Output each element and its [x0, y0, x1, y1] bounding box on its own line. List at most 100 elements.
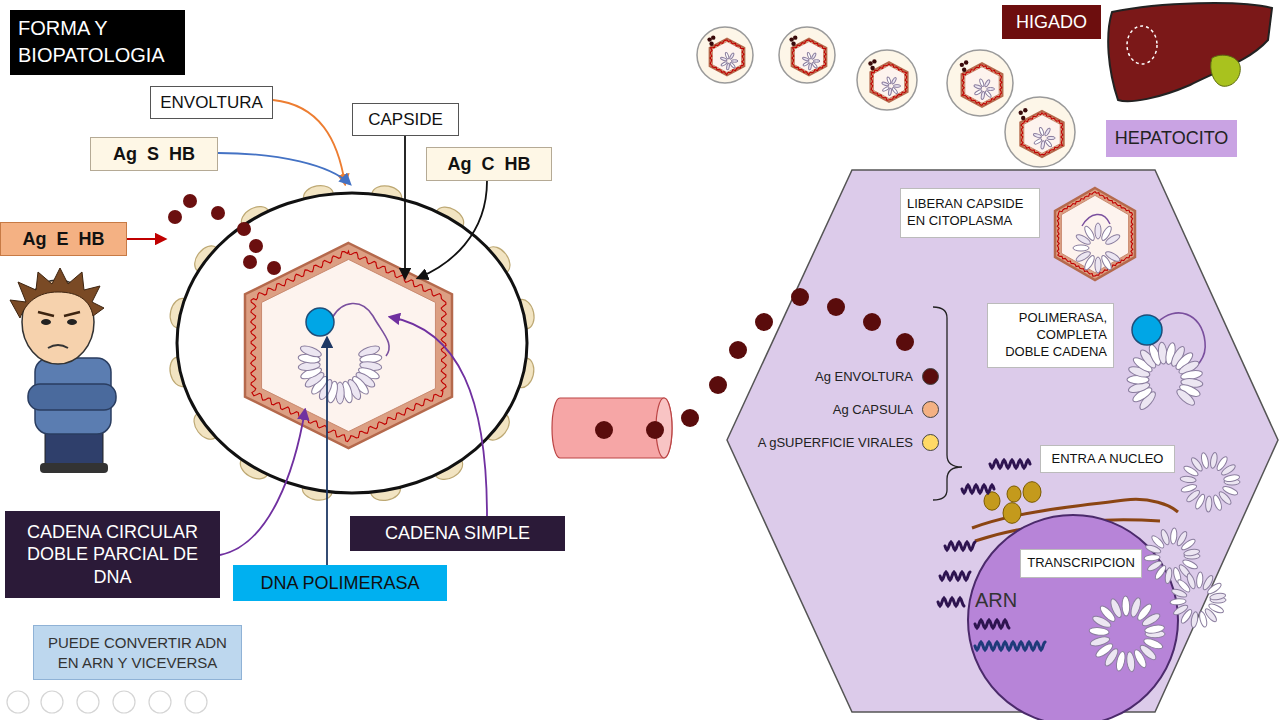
capsid-protein-line — [792, 40, 826, 75]
dna-coil-turn — [1215, 455, 1229, 472]
leader-arrow — [326, 338, 328, 565]
dna-coil-turn — [1150, 534, 1166, 550]
dna-coil-turn — [1109, 598, 1124, 619]
dna-coil-turn — [1138, 643, 1158, 662]
capsid-shell — [1055, 188, 1135, 280]
dna-coil-turn — [1212, 494, 1223, 511]
node-text: CADENA CIRCULAR DOBLE PARCIAL DE DNA — [13, 521, 212, 589]
rna-strand — [975, 642, 1045, 650]
capsid-shell — [710, 39, 745, 76]
slide-control — [77, 691, 99, 713]
dna-coil-turn — [811, 53, 817, 60]
node-text: HIGADO — [1016, 12, 1087, 33]
e-antigen-dot — [267, 261, 281, 275]
dna-coil-turn — [1180, 483, 1197, 493]
dna-coil-turn — [1094, 641, 1115, 659]
hbv-virion — [167, 183, 537, 502]
released-capsid — [1055, 188, 1135, 280]
single-strand-dna — [332, 303, 389, 356]
slide-title: FORMA Y BIOPATOLOGIA — [10, 10, 185, 75]
virion-envelope — [1005, 97, 1075, 167]
rna-strand — [938, 598, 964, 606]
slide-control — [185, 691, 207, 713]
leader-arrow — [273, 100, 345, 184]
dna-coil-turn — [1089, 635, 1110, 648]
node-text: CADENA SIMPLE — [385, 522, 530, 545]
virion-envelope — [779, 27, 835, 83]
rna-strand — [940, 572, 970, 580]
node-text: POLIMERASA, COMPLETA DOBLE CADENA — [994, 310, 1107, 361]
dna-coil-turn — [1145, 630, 1165, 638]
capsid-protein-line — [1057, 192, 1133, 276]
dna-coil-turn — [1205, 496, 1212, 512]
gallbladder — [1211, 55, 1241, 86]
dna-coil-turn — [1170, 598, 1186, 605]
capsid-shell — [1020, 111, 1063, 157]
virion-path-dot — [863, 313, 881, 331]
legend-text: A gSUPERFICIE VIRALES — [758, 435, 913, 450]
dna-coil-turn — [984, 79, 991, 87]
node-text: Ag C HB — [448, 154, 531, 175]
step-note: ENTRA A NUCLEO — [1040, 445, 1175, 473]
dna-coil-turn — [1217, 490, 1232, 506]
part-label: CADENA CIRCULAR DOBLE PARCIAL DE DNA — [5, 511, 220, 598]
node-text: TRANSCRIPCION — [1027, 555, 1135, 572]
dna-coil-turn — [1194, 493, 1207, 510]
dna-coil-turn — [1180, 475, 1197, 483]
dna-coil-turn — [974, 89, 982, 96]
virion-path-dot — [709, 376, 727, 394]
small-virion — [779, 27, 835, 83]
node-text: CAPSIDE — [368, 110, 443, 130]
virion-path-dot — [896, 333, 914, 351]
capsid-protein-line — [1021, 113, 1063, 155]
e-antigen-dot — [960, 63, 964, 67]
dna-coil-turn — [1153, 564, 1167, 581]
dna-coil-turn — [1039, 127, 1045, 136]
legend-text: Ag ENVOLTURA — [815, 369, 913, 384]
ribosome-protein — [1003, 503, 1021, 524]
dna-coil-turn — [1179, 608, 1193, 625]
e-antigen-dot — [870, 66, 874, 70]
dna-coil-turn — [1182, 464, 1199, 477]
e-antigen-dot — [709, 42, 713, 46]
node-text: Ag S HB — [113, 144, 195, 165]
dna-coil-turn — [1104, 233, 1121, 246]
leader-arrow — [218, 153, 350, 184]
dna-polymerase — [306, 308, 334, 336]
antigen-label: Ag C HB — [426, 147, 552, 181]
virion-envelope — [697, 27, 753, 83]
person-brow — [38, 312, 80, 316]
rna-strand — [945, 542, 975, 550]
dna-coil-turn — [1073, 245, 1089, 251]
dna-coil-turn — [1089, 627, 1110, 636]
e-antigen-dot — [964, 60, 968, 64]
cell-label: HEPATOCITO — [1106, 120, 1237, 157]
virion-path-dot — [729, 341, 747, 359]
leader-arrow — [404, 136, 406, 278]
e-antigen-dot — [872, 59, 876, 63]
legend-swatch — [922, 434, 939, 451]
dna-coil-turn — [1100, 254, 1113, 271]
legend-swatch — [922, 401, 939, 418]
node-text: HEPATOCITO — [1115, 128, 1229, 149]
person-arms — [28, 384, 116, 410]
capsid-shell — [870, 62, 907, 102]
part-label: DNA POLIMERASA — [233, 565, 447, 601]
dna-coil-turn — [729, 53, 735, 60]
dna-coil-turn — [299, 344, 323, 359]
virion-envelope — [947, 50, 1013, 116]
dna-coil-turn — [1075, 250, 1092, 263]
dna-coil-turn — [1170, 528, 1177, 544]
hepatocyte-marker — [1127, 26, 1157, 64]
antigen-label: Ag S HB — [90, 137, 218, 171]
e-antigen-dot — [183, 194, 197, 208]
dna-coil-turn — [891, 77, 897, 85]
person-hair — [10, 268, 104, 318]
dna-coil-turn — [1172, 567, 1182, 584]
e-antigen-dot — [243, 255, 257, 269]
dna-coil-turn — [1045, 139, 1053, 147]
legend: Ag ENVOLTURAAg CAPSULAA gSUPERFICIE VIRA… — [729, 360, 939, 459]
person-shoes — [40, 463, 108, 473]
e-antigen-dot — [1019, 111, 1023, 115]
